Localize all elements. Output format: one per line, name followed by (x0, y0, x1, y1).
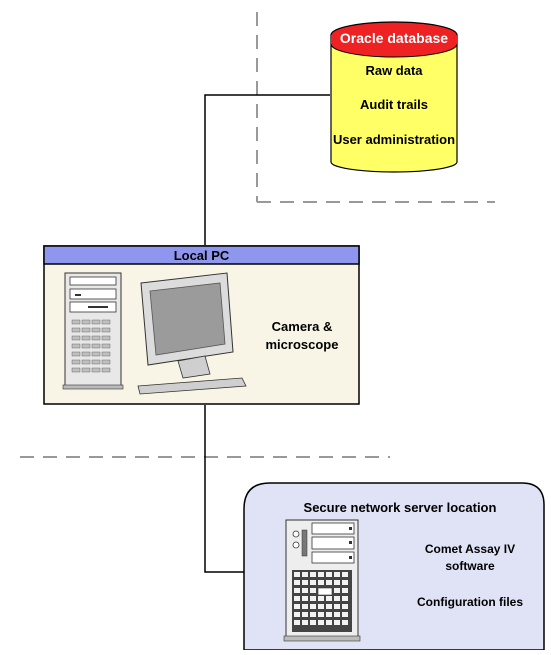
database-header-band (331, 35, 457, 57)
server-tower-icon (283, 519, 361, 642)
server-location-title: Secure network server location (303, 500, 497, 515)
server-item-software: Comet Assay IV software (424, 542, 516, 573)
server-item-configuration-files: Configuration files (417, 595, 523, 609)
pc-to-server-connector (204, 405, 244, 573)
database-cylinder (330, 21, 458, 173)
monitor-icon (137, 272, 247, 395)
database-cylinder-body (330, 34, 458, 173)
database-title: Oracle database (339, 30, 449, 46)
database-header-edge (330, 43, 458, 58)
database-item-raw-data: Raw data (365, 63, 423, 78)
database-item-user-administration: User administration (332, 132, 456, 147)
tower-computer-icon (62, 272, 124, 390)
local-pc-peripheral-label: Camera & microscope (265, 319, 339, 352)
pc-to-database-connector (204, 94, 330, 245)
database-item-audit-trails: Audit trails (360, 97, 428, 112)
local-pc-header (43, 245, 360, 265)
connectors (204, 94, 330, 573)
local-pc-title: Local PC (173, 248, 230, 263)
